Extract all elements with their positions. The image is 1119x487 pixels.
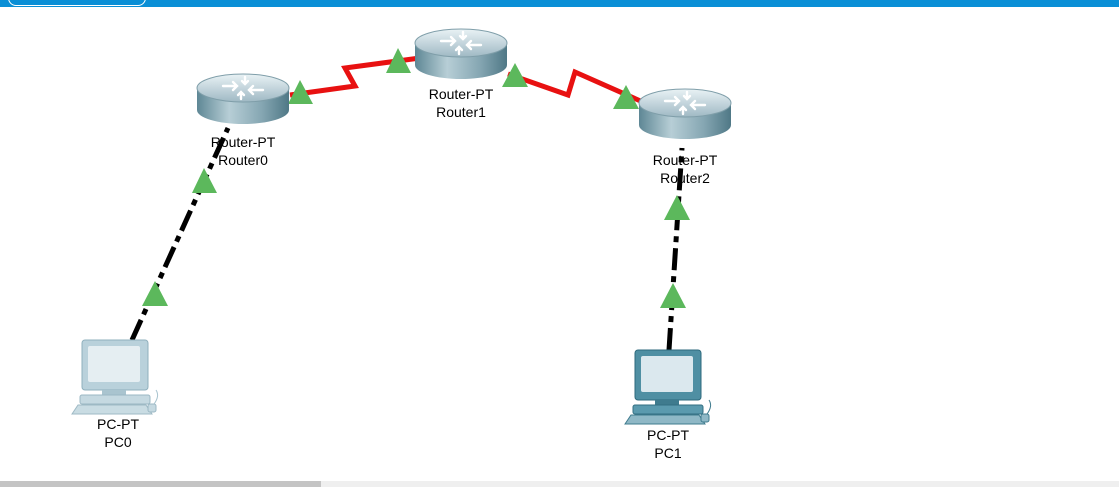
link-up-indicator	[613, 85, 639, 109]
link-up-indicator	[142, 281, 168, 306]
pc1-model: PC-PT	[647, 427, 689, 443]
router0-device[interactable]	[195, 72, 291, 126]
router0-name: Router0	[218, 152, 268, 168]
link-up-indicator	[386, 48, 411, 73]
serial-link-router0-router1[interactable]	[289, 55, 421, 98]
router2-label: Router-PT Router2	[653, 151, 718, 187]
link-up-indicator	[660, 283, 686, 308]
pc1-label: PC-PT PC1	[647, 426, 689, 462]
router1-model: Router-PT	[428, 86, 494, 102]
pc1-name: PC1	[654, 445, 682, 461]
serial-link-router1-router2[interactable]	[507, 68, 647, 106]
link-up-indicator	[502, 63, 528, 87]
link-up-indicator	[288, 80, 313, 104]
pc-icon	[624, 349, 712, 425]
pc1-device[interactable]	[624, 349, 712, 425]
pc0-name: PC0	[104, 434, 132, 450]
link-up-indicator	[192, 168, 217, 193]
pc0-model: PC-PT	[97, 416, 139, 432]
top-tab[interactable]	[8, 0, 146, 6]
pc0-label: PC-PT PC0	[97, 415, 139, 451]
ethernet-link-pc1-router2[interactable]	[666, 147, 685, 351]
horizontal-scrollbar[interactable]	[0, 481, 1119, 487]
router0-model: Router-PT	[210, 134, 276, 150]
router1-name: Router1	[436, 104, 486, 120]
router0-label: Router-PT Router0	[211, 133, 276, 169]
horizontal-scrollbar-thumb[interactable]	[0, 481, 321, 487]
router-icon	[195, 72, 291, 126]
router1-label: Router-PT Router1	[429, 85, 494, 121]
link-up-indicator	[664, 195, 690, 220]
router-icon	[637, 87, 733, 141]
logical-workspace[interactable]: Router-PT Router0 Router-PT Router1 Rout…	[0, 7, 1119, 481]
pc0-device[interactable]	[71, 339, 159, 415]
router2-name: Router2	[660, 170, 710, 186]
topology-canvas	[71, 27, 733, 425]
router1-device[interactable]	[413, 27, 509, 81]
top-accent-bar	[0, 0, 1119, 7]
pc-icon	[71, 339, 159, 415]
router-icon	[413, 27, 509, 81]
ethernet-link-pc0-router0[interactable]	[129, 126, 231, 342]
router2-model: Router-PT	[652, 152, 718, 168]
router2-device[interactable]	[637, 87, 733, 141]
